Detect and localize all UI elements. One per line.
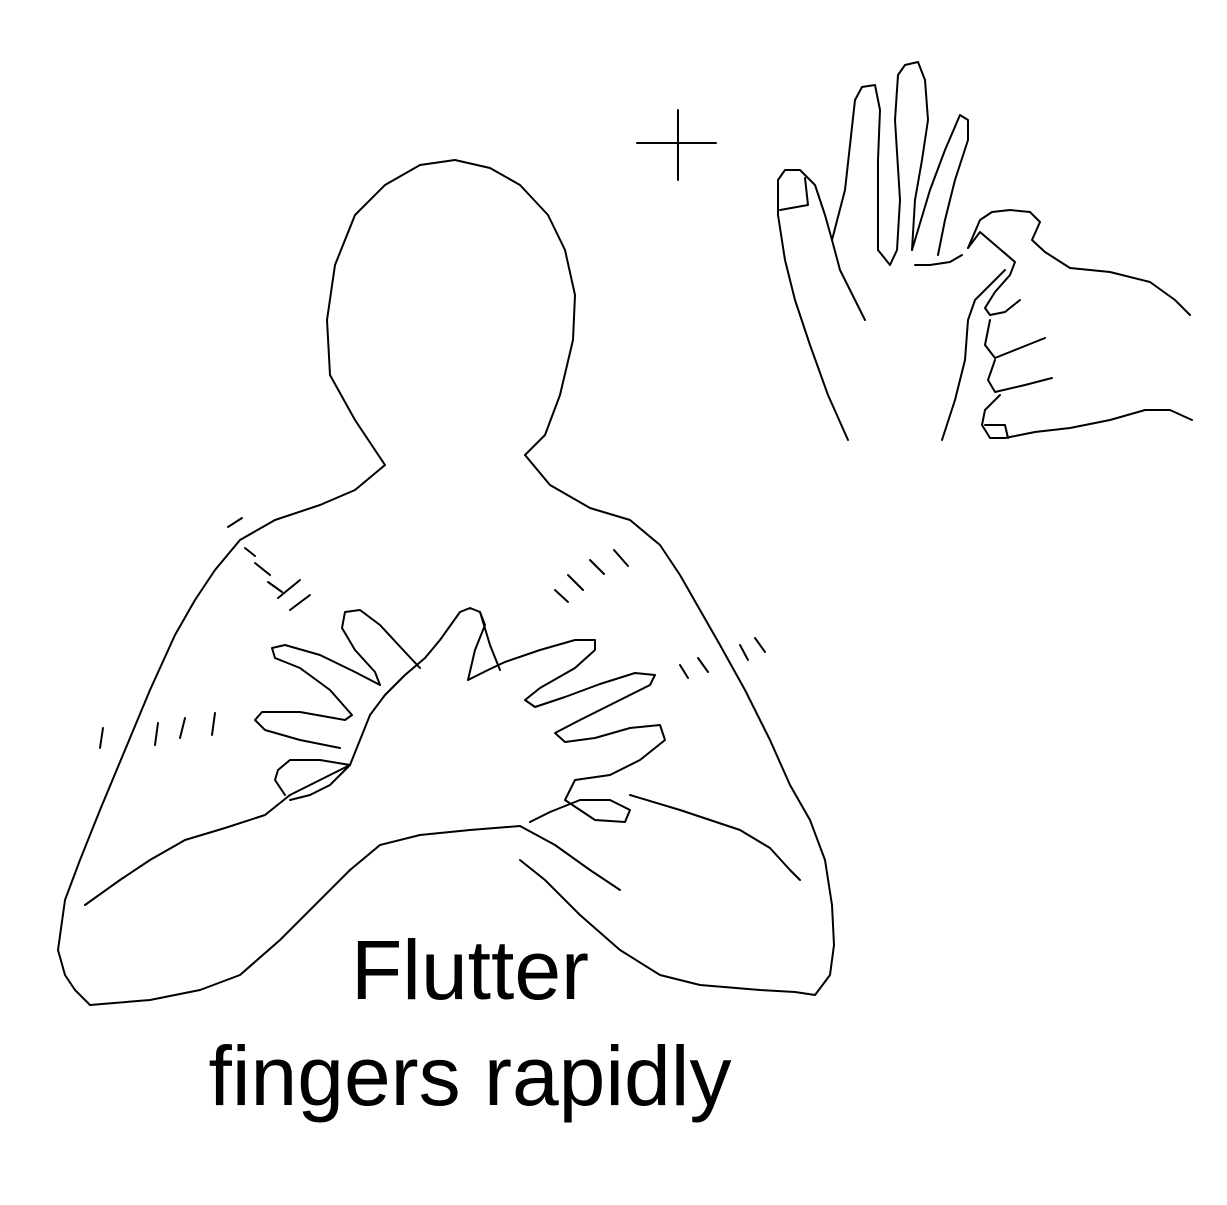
left-hand xyxy=(254,609,501,796)
right-hand xyxy=(289,607,666,891)
forearm-bottom xyxy=(89,825,521,1006)
left-arm xyxy=(84,764,351,906)
handshape-inset xyxy=(777,61,1193,441)
caption-line-1: Flutter xyxy=(350,923,590,1017)
neck-right xyxy=(519,454,835,996)
cross-mark xyxy=(636,109,717,181)
neck-left xyxy=(57,464,386,1006)
caption-line-2: fingers rapidly xyxy=(208,1029,732,1123)
head-outline xyxy=(326,159,576,466)
motion-marks xyxy=(99,517,766,749)
right-arm xyxy=(629,794,801,881)
